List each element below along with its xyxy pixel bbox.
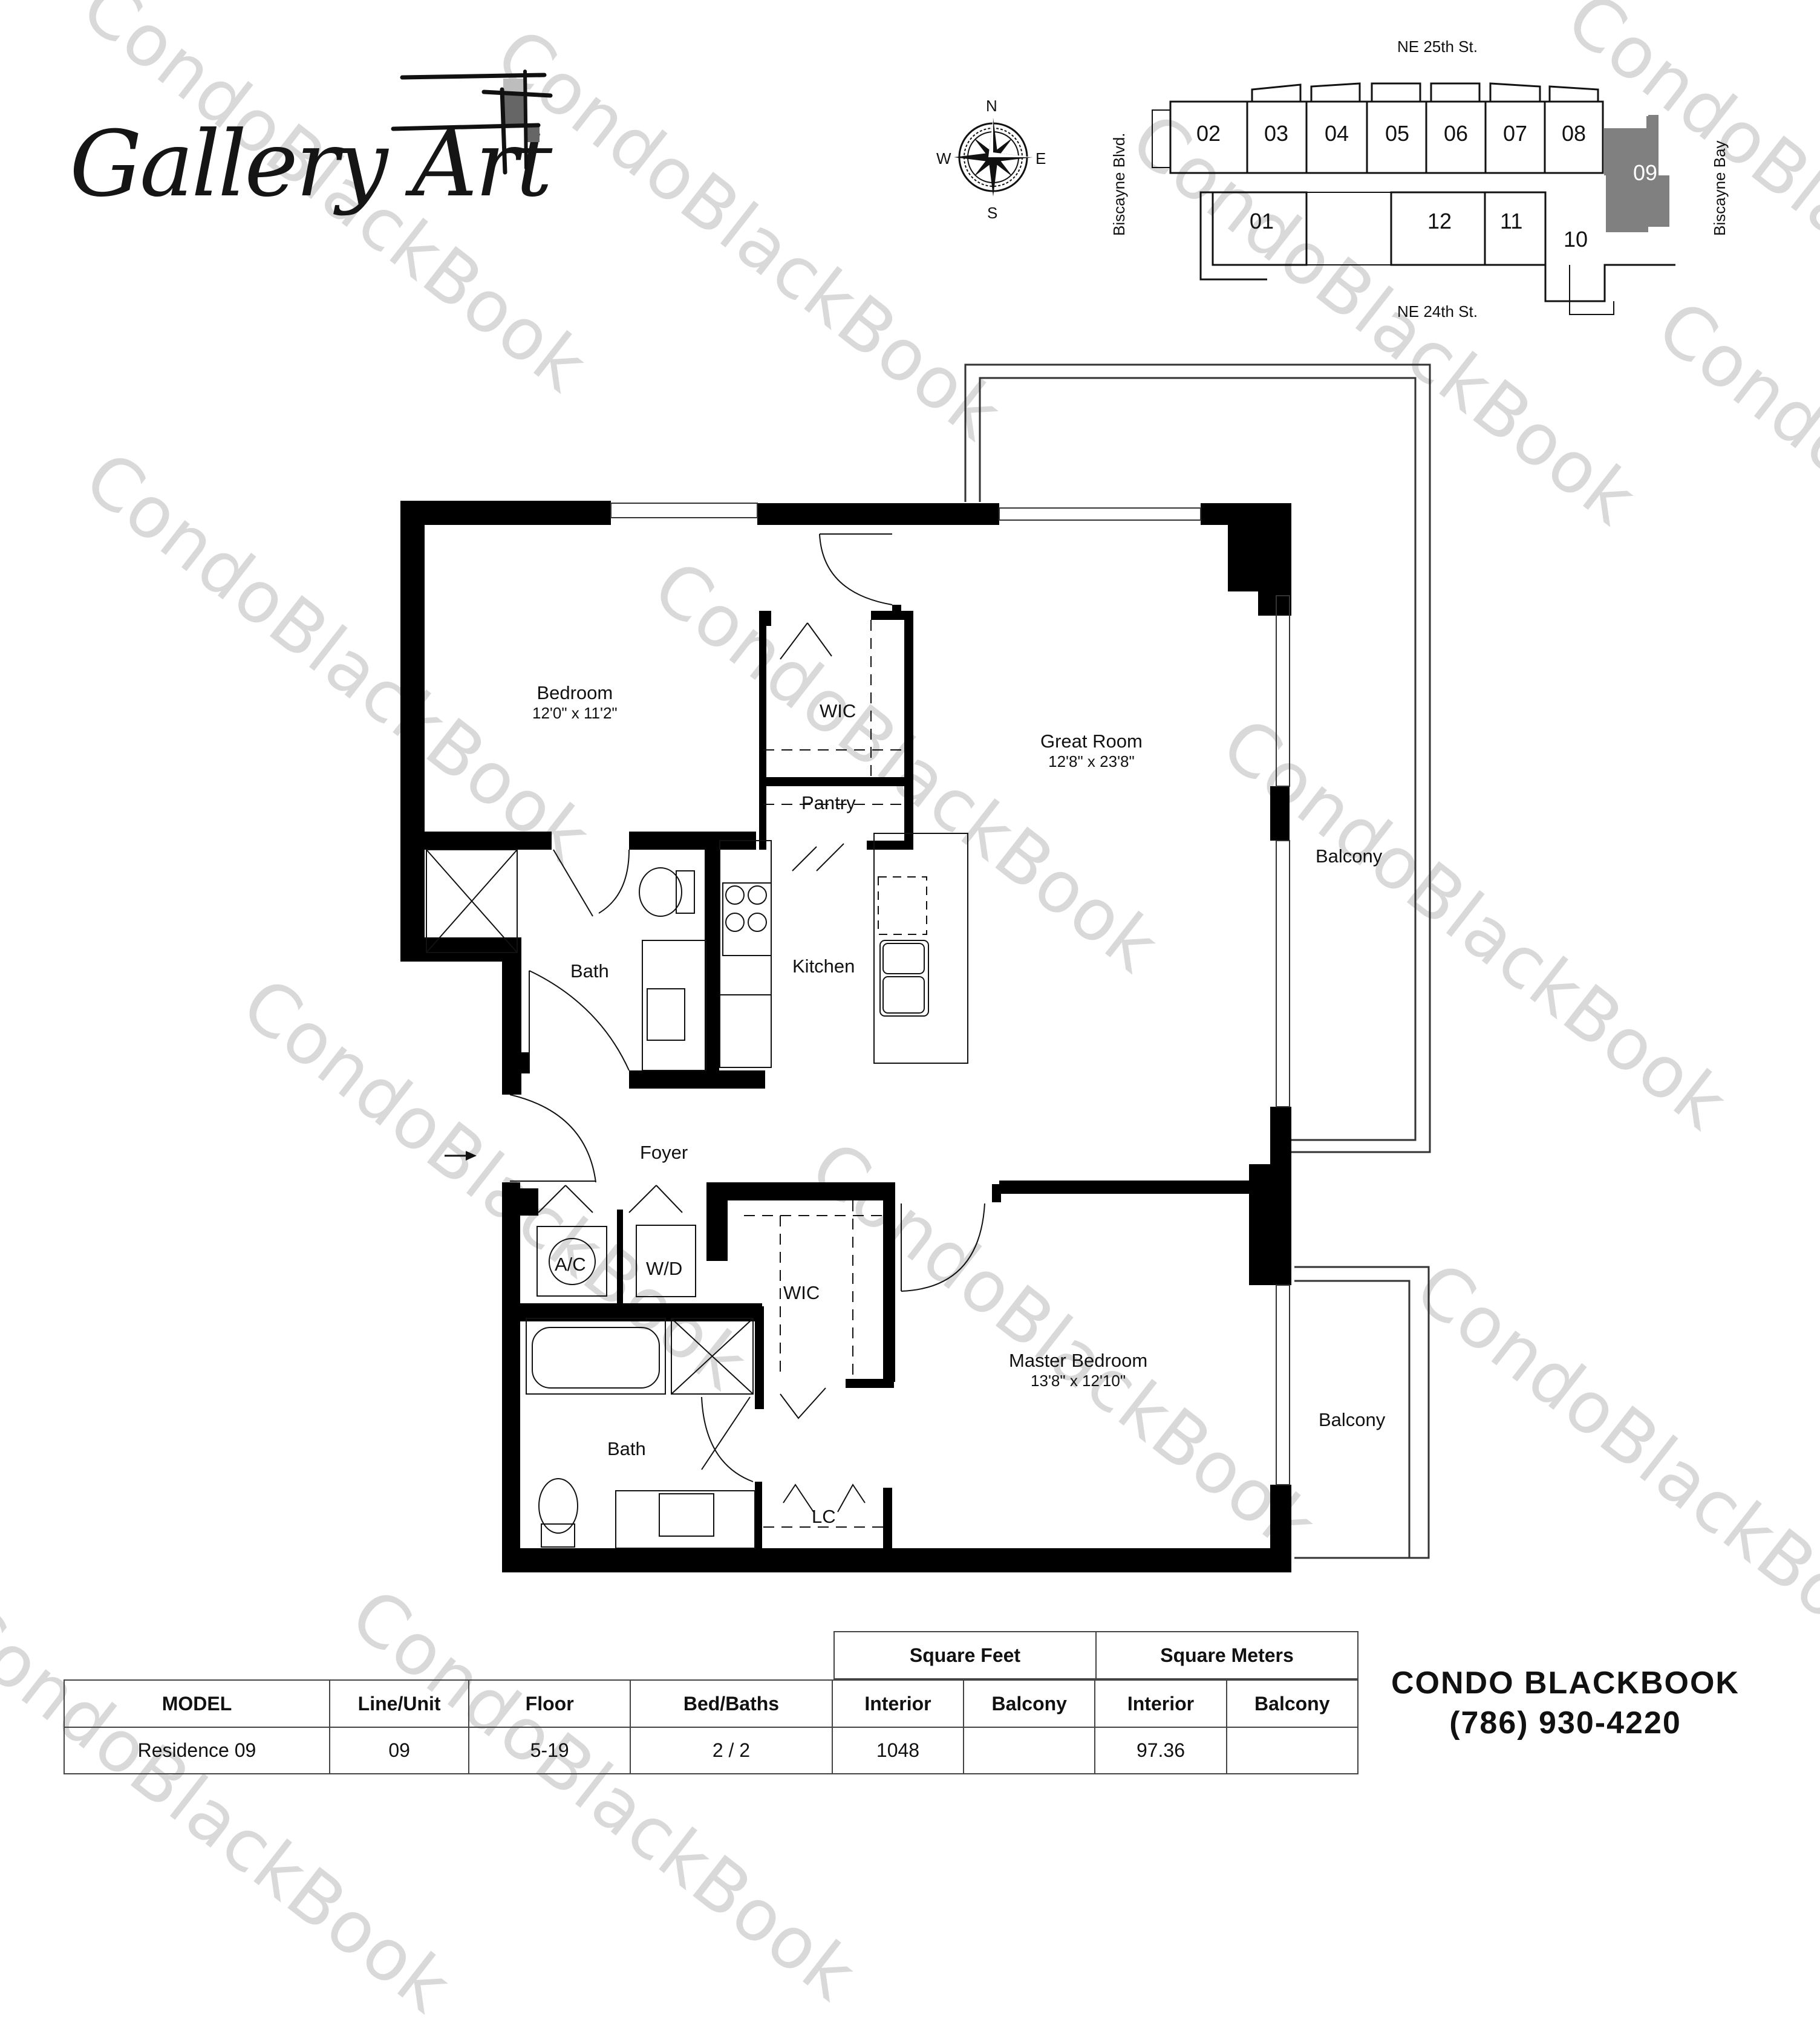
room-balcony-2: Balcony [1319,1409,1386,1430]
street-north-label: NE 25th St. [1397,37,1478,56]
street-east-label: Biscayne Bay [1711,140,1729,236]
table-row: Residence 09 09 5-19 2 / 2 1048 97.36 [64,1727,1359,1774]
keyplan-unit-11: 11 [1500,209,1523,233]
compass-w-label: W [936,149,951,168]
keyplan-unit-03: 03 [1264,121,1289,146]
compass-rose-icon [954,118,1032,197]
floor-plan [400,363,1431,1572]
cell-model: Residence 09 [64,1727,330,1774]
keyplan-unit-02: 02 [1196,121,1221,146]
col-sqft-interior: Interior [831,1679,965,1728]
keyplan-unit-05: 05 [1385,121,1410,146]
spec-table: MODEL Line/Unit Floor Bed/Baths Interior… [64,1679,1359,1774]
room-bath-1: Bath [570,960,609,982]
room-lc: LC [812,1506,836,1527]
room-kitchen: Kitchen [792,956,855,977]
compass-e-label: E [1036,149,1046,168]
area-group-header: Square Feet Square Meters [833,1631,1358,1679]
room-bath-2: Bath [607,1438,646,1459]
room-name: Bedroom [537,682,613,703]
col-model: MODEL [64,1679,330,1728]
col-line-unit: Line/Unit [328,1679,470,1728]
key-plan [1152,82,1675,315]
sqft-header: Square Feet [833,1631,1097,1679]
street-west-label: Biscayne Blvd. [1110,132,1128,236]
room-bedroom: Bedroom 12'0" x 11'2" [532,682,618,723]
col-floor: Floor [468,1679,631,1728]
room-foyer: Foyer [640,1142,688,1163]
cell-bed-baths: 2 / 2 [630,1727,833,1774]
room-wic-2: WIC [783,1282,820,1303]
room-pantry: Pantry [801,792,856,813]
keyplan-unit-07: 07 [1503,121,1528,146]
gallery-art-mark-icon [391,70,553,175]
street-south-label: NE 24th St. [1397,302,1478,321]
room-name: Master Bedroom [1009,1350,1148,1371]
room-wd: W/D [646,1258,683,1279]
company-name: CONDO BLACKBOOK [1391,1666,1740,1701]
cell-sqft-balcony [963,1727,1096,1774]
cell-line-unit: 09 [328,1727,470,1774]
room-great-room: Great Room 12'8" x 23'8" [1040,731,1143,771]
keyplan-unit-08: 08 [1562,121,1587,146]
col-sqm-interior: Interior [1094,1679,1227,1728]
room-ac: A/C [555,1254,586,1275]
room-balcony-1: Balcony [1316,845,1383,867]
room-dims: 12'0" x 11'2" [532,704,618,722]
compass-s-label: S [987,204,998,222]
keyplan-unit-12: 12 [1427,209,1452,233]
cell-sqft-interior: 1048 [831,1727,965,1774]
keyplan-unit-06: 06 [1444,121,1469,146]
keyplan-unit-09-highlighted: 09 [1633,160,1658,185]
keyplan-unit-01: 01 [1250,209,1274,233]
brand-block: CONDO BLACKBOOK (786) 930-4220 [1391,1663,1740,1743]
col-sqm-balcony: Balcony [1225,1679,1359,1728]
phone-number: (786) 930-4220 [1449,1705,1681,1741]
room-dims: 12'8" x 23'8" [1048,752,1135,770]
gallery-art-logo: Gallery Art [70,112,552,217]
keyplan-unit-10: 10 [1564,227,1588,252]
cell-sqm-balcony [1225,1727,1359,1774]
compass-n-label: N [986,97,997,115]
col-sqft-balcony: Balcony [963,1679,1096,1728]
sqm-header: Square Meters [1095,1631,1358,1679]
room-wic-1: WIC [820,700,856,721]
col-bed-baths: Bed/Baths [630,1679,833,1728]
cell-floor: 5-19 [468,1727,631,1774]
cell-sqm-interior: 97.36 [1094,1727,1227,1774]
room-name: Great Room [1040,731,1143,752]
room-master-bedroom: Master Bedroom 13'8" x 12'10" [1009,1350,1147,1390]
room-dims: 13'8" x 12'10" [1031,1372,1126,1390]
keyplan-unit-04: 04 [1325,121,1349,146]
